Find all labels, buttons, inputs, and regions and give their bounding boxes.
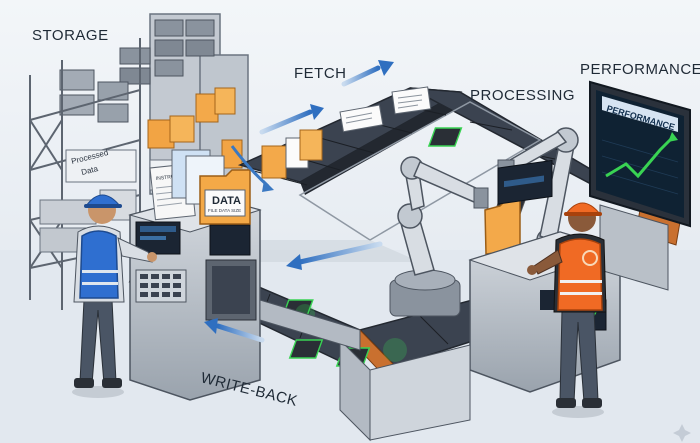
write-back-arrow — [215, 323, 265, 343]
flow-arrows — [204, 60, 394, 343]
gear-icon — [582, 250, 598, 266]
sparkle-icon — [673, 424, 691, 442]
worker-right — [527, 202, 607, 418]
storage-rack: Processed Data — [29, 13, 249, 310]
orange-vest — [557, 238, 603, 311]
data-folder-subtitle: FILE DATA SIZE — [208, 208, 241, 213]
label-performance: PERFORMANCE — [580, 61, 700, 78]
front-base — [259, 299, 471, 442]
fetch-documents — [261, 86, 432, 179]
worker-left — [72, 194, 157, 398]
fetch-terminal — [128, 194, 262, 401]
rack-label-line2: Data — [80, 164, 99, 177]
label-fetch: FETCH — [294, 65, 347, 82]
server-units — [59, 19, 215, 123]
data-folders: INSTRUCTIONS DATA FILE DATA SIZE — [149, 149, 251, 225]
blue-vest — [79, 230, 119, 299]
robot-arm-left — [389, 156, 489, 317]
trend-line — [605, 136, 674, 179]
fetch-arrow-1 — [259, 109, 313, 135]
return-arrow — [297, 241, 383, 265]
performance-monitor: PERFORMANCE — [589, 80, 691, 228]
data-folder-title: DATA — [212, 195, 241, 207]
trend-arrowhead — [668, 132, 678, 142]
fetch-arrow-2 — [341, 65, 381, 87]
label-processing: PROCESSING — [470, 87, 575, 104]
label-storage: STORAGE — [32, 27, 109, 44]
